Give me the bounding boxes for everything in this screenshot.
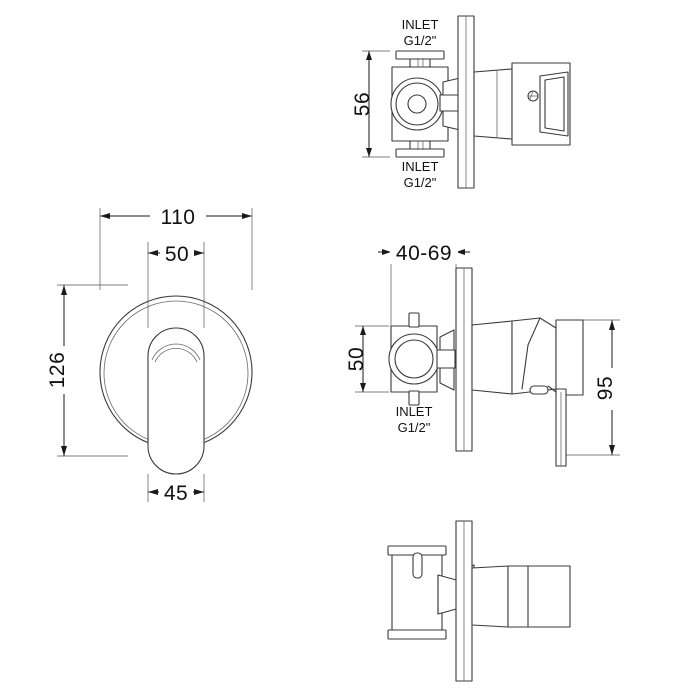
arrow-56-up: [366, 51, 372, 60]
arrow-50-left: [148, 250, 158, 256]
dim-4069-text-bg: [390, 240, 458, 264]
arrow-126-down: [61, 446, 67, 456]
arrow-110-right: [242, 213, 252, 219]
view-bottom-plan: [387, 520, 571, 682]
view-top-elevation: 56 INLET G1/2" INLET G1/2": [351, 15, 571, 190]
note-inlet-bottom-line2: G1/2": [404, 175, 437, 190]
body-pin-bottom: [412, 552, 423, 579]
lever-handle-top-highlight: [151, 343, 201, 361]
arrow-45-left: [148, 489, 158, 495]
lever-handle-oval: [147, 327, 205, 475]
arrow-56-down: [366, 148, 372, 157]
handle-body-crease-side: [521, 317, 541, 390]
arrow-126-up: [61, 285, 67, 295]
arrow-4069-left: [382, 249, 391, 255]
arrow-45-right: [194, 489, 204, 495]
dim-label-handle-projection-height: 95: [594, 376, 617, 400]
grub-screw-slot-d: [529, 90, 534, 100]
note-inlet-side-line1: INLET: [396, 404, 433, 419]
note-inlet-side-line2: G1/2": [398, 420, 431, 435]
inlet-flange-bottom: [395, 148, 445, 158]
arrow-50v-down: [360, 383, 366, 392]
dim-50-text-bg: [160, 241, 194, 265]
dim-126-text-bg: [52, 346, 76, 394]
handle-face-bottom: [527, 565, 571, 628]
arrow-95-down: [609, 445, 615, 455]
arrow-50-right: [194, 250, 204, 256]
view-side-elevation: 40-69 50 95 INLET G1/2": [345, 240, 624, 467]
note-inlet-top-line2: G1/2": [404, 33, 437, 48]
dim-label-body-height-top: 56: [351, 92, 374, 116]
inlet-stub-bottom-side: [408, 390, 420, 406]
dim-label-wall-depth-range: 40-69: [396, 242, 452, 265]
lever-handle-top-highlight-2: [154, 347, 198, 363]
dim-label-plate-height: 126: [46, 352, 69, 389]
view-front-elevation: 110 50 45 126: [46, 204, 253, 505]
cartridge-inner-circle-top: [407, 94, 427, 114]
note-inlet-bottom-line1: INLET: [402, 159, 439, 174]
handle-hub-bottom: [471, 565, 509, 628]
handle-hub-top: [473, 68, 513, 140]
handle-face-side: [555, 319, 584, 396]
dim-110-text-bg: [150, 204, 206, 228]
arrow-4069-right: [456, 249, 465, 255]
handle-body-side: [511, 317, 557, 395]
dim-45-text-bg: [159, 480, 193, 504]
dim-label-body-height-side: 50: [345, 347, 368, 371]
cartridge-inner-circle-side: [394, 339, 434, 379]
handle-hub-side: [471, 320, 513, 395]
note-inlet-top-line1: INLET: [402, 17, 439, 32]
dim-95-text-bg: [600, 368, 624, 410]
arrow-50v-up: [360, 326, 366, 335]
lever-arm-joint-side: [547, 385, 557, 393]
handle-boss-side: [529, 385, 549, 395]
arrow-95-up: [609, 320, 615, 330]
inlet-flange-top: [395, 50, 445, 60]
dim-label-handle-width-top: 50: [165, 243, 189, 266]
dim-label-handle-width-bottom: 45: [164, 482, 188, 505]
body-neck-side: [436, 349, 456, 369]
valve-body-flange-bottom-bottom: [387, 629, 447, 640]
inlet-stub-top-side: [408, 312, 420, 328]
body-neck-top: [439, 94, 461, 112]
dim-label-plate-width: 110: [161, 206, 196, 229]
handle-recess-inner-top: [544, 76, 565, 132]
arrow-110-left: [100, 213, 110, 219]
